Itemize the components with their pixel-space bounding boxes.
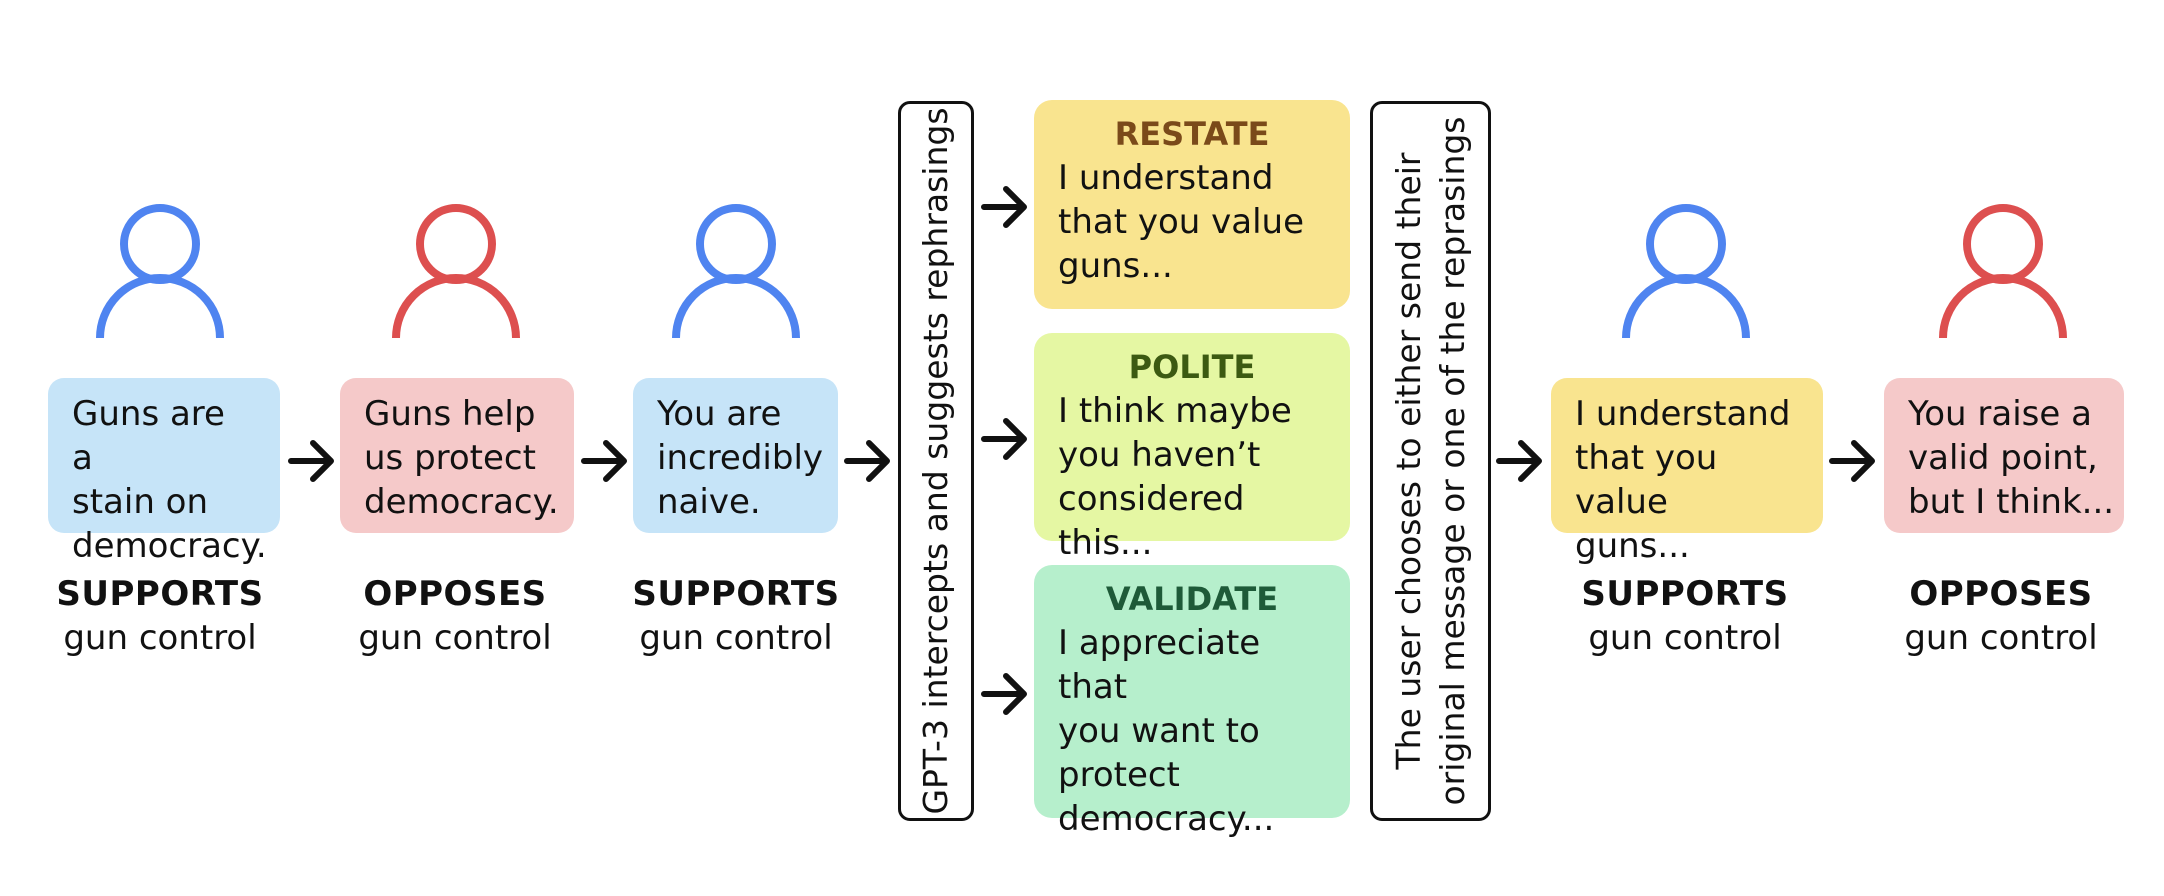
stance-caption: OPPOSES gun control xyxy=(335,572,575,660)
right-arrow-icon xyxy=(1495,436,1545,486)
gpt-intercept-text: GPT-3 intercepts and suggests rephrasing… xyxy=(916,107,955,815)
person-icon-opposer-2 xyxy=(1937,204,2069,340)
user-choice-box: The user chooses to either send their or… xyxy=(1370,101,1491,821)
user-choice-line-1: The user chooses to either send their xyxy=(1388,152,1428,770)
validate-text: I appreciate that you want to protect de… xyxy=(1058,623,1275,839)
restate-title: RESTATE xyxy=(1114,115,1270,153)
polite-title: POLITE xyxy=(1128,348,1256,386)
message-bubble: I understand that you value guns... xyxy=(1551,378,1823,566)
topic-label: gun control xyxy=(358,618,552,658)
validate-option: VALIDATE I appreciate that you want to p… xyxy=(1034,565,1350,839)
stance-label: OPPOSES xyxy=(363,574,547,614)
person-icon-opposer-1 xyxy=(390,204,522,340)
stance-label: SUPPORTS xyxy=(632,574,840,614)
stance-caption: OPPOSES gun control xyxy=(1881,572,2121,660)
stance-caption: SUPPORTS gun control xyxy=(616,572,856,660)
right-arrow-icon xyxy=(980,182,1030,232)
stance-label: OPPOSES xyxy=(1909,574,2093,614)
person-icon-supporter-2 xyxy=(670,204,802,340)
restate-text: I understand that you value guns... xyxy=(1058,158,1305,286)
validate-title: VALIDATE xyxy=(1105,580,1279,618)
gpt-intercept-box: GPT-3 intercepts and suggests rephrasing… xyxy=(898,101,974,821)
message-bubble: Guns are a stain on democracy. xyxy=(48,378,280,566)
right-arrow-icon xyxy=(843,436,893,486)
topic-label: gun control xyxy=(1904,618,2098,658)
message-bubble: You raise a valid point, but I think... xyxy=(1884,378,2124,533)
message-bubble: You are incredibly naive. xyxy=(633,378,838,533)
polite-option: POLITE I think maybe you haven’t conside… xyxy=(1034,333,1350,563)
stance-label: SUPPORTS xyxy=(1581,574,1789,614)
right-arrow-icon xyxy=(580,436,630,486)
right-arrow-icon xyxy=(1828,436,1878,486)
restate-option: RESTATE I understand that you value guns… xyxy=(1034,100,1350,309)
right-arrow-icon xyxy=(980,669,1030,719)
user-choice-text: The user chooses to either send their or… xyxy=(1387,116,1475,805)
right-arrow-icon xyxy=(980,414,1030,464)
stance-caption: SUPPORTS gun control xyxy=(1565,572,1805,660)
user-choice-line-2: original message or one of the reprasing… xyxy=(1432,116,1472,806)
message-bubble: Guns help us protect democracy. xyxy=(340,378,574,533)
polite-text: I think maybe you haven’t considered thi… xyxy=(1058,391,1292,563)
topic-label: gun control xyxy=(1588,618,1782,658)
person-icon-supporter-3 xyxy=(1620,204,1752,340)
topic-label: gun control xyxy=(639,618,833,658)
right-arrow-icon xyxy=(287,436,337,486)
person-icon-supporter-1 xyxy=(94,204,226,340)
stance-caption: SUPPORTS gun control xyxy=(40,572,280,660)
topic-label: gun control xyxy=(63,618,257,658)
stance-label: SUPPORTS xyxy=(56,574,264,614)
